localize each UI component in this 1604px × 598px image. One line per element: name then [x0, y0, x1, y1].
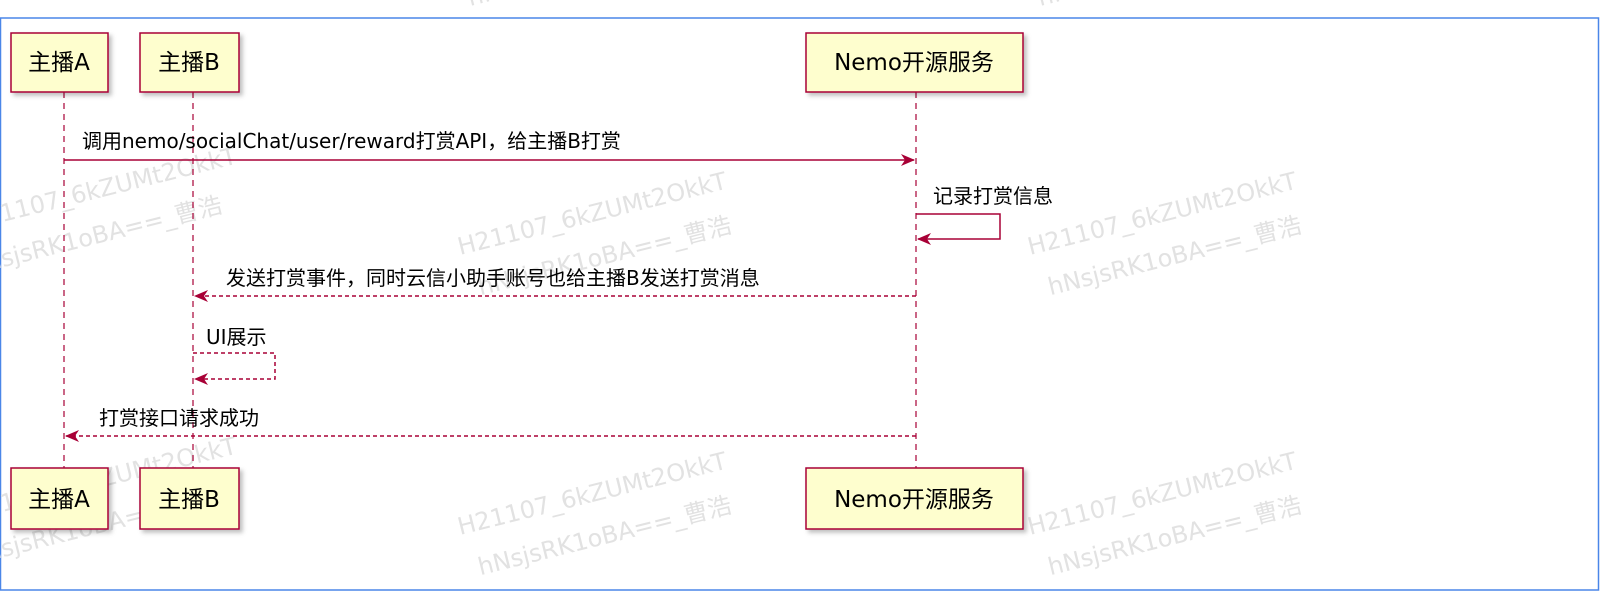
participant-box-anchor-b-bottom [139, 467, 240, 530]
message-label: 记录打赏信息 [933, 184, 1053, 208]
participant-label-anchor-b: 主播B [158, 487, 220, 513]
participant-label-anchor-a: 主播A [28, 487, 90, 513]
participant-box-anchor-b-top [139, 32, 240, 93]
message-label: 调用nemo/socialChat/user/reward打赏API，给主播B打… [82, 129, 621, 153]
participant-label-anchor-b: 主播B [158, 50, 220, 76]
diagram-frame [0, 17, 1600, 591]
participant-label-anchor-a: 主播A [28, 50, 90, 76]
participant-label-nemo: Nemo开源服务 [834, 50, 994, 76]
self-message-arrow [916, 213, 1001, 245]
participant-box-nemo-top [805, 32, 1024, 93]
participant-box-anchor-a-bottom [10, 467, 109, 530]
message-label: 打赏接口请求成功 [99, 406, 259, 430]
message-label: UI展示 [206, 325, 267, 349]
self-message-arrow [193, 352, 276, 385]
participant-box-anchor-a-top [10, 32, 109, 93]
participant-label-nemo: Nemo开源服务 [834, 487, 994, 513]
watermark-text: hNsjsRK1oBA==_曹浩 [465, 0, 724, 12]
message-label: 发送打赏事件，同时云信小助手账号也给主播B发送打赏消息 [226, 266, 760, 290]
participant-box-nemo-bottom [805, 467, 1024, 530]
watermark-text: hNsjsRK1oBA==_曹浩 [1035, 0, 1294, 12]
